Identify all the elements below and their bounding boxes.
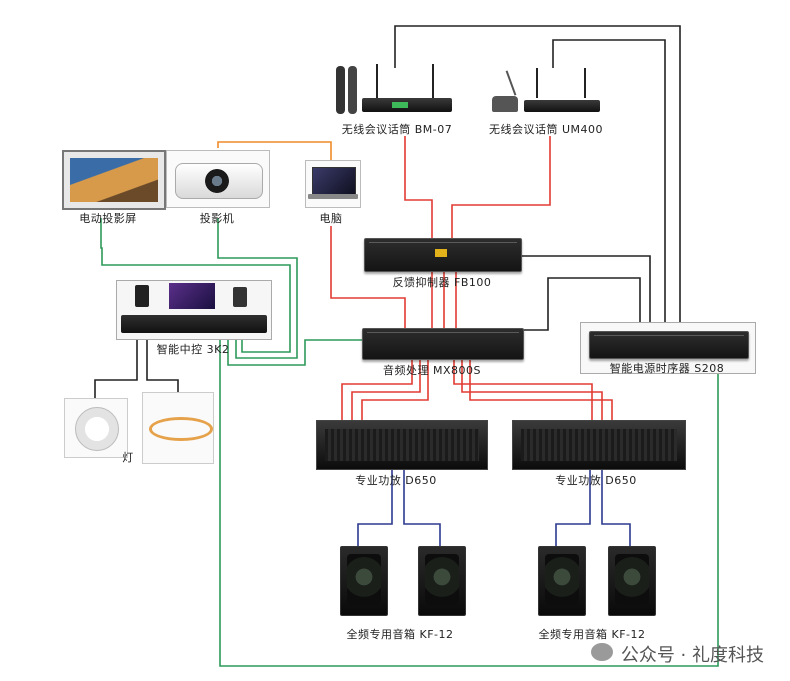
power-wire-ceiling <box>94 338 138 398</box>
control-host <box>116 280 272 340</box>
audio-wire-mixer-ampl-2 <box>361 358 429 420</box>
audio-wire-mixer-ampl-3 <box>341 358 413 420</box>
label-laptop: 电脑 <box>319 212 343 225</box>
audio-wire-bm07-feedback <box>404 136 433 238</box>
control-panel-icon <box>116 280 272 340</box>
speaker-cabinet-icon <box>544 553 580 606</box>
power-wire-um400 <box>552 39 666 322</box>
audio-wire-mixer-ampr-2 <box>469 358 613 420</box>
control-wire-sequencer <box>219 340 719 667</box>
audio-wire-mixer-ampr-1 <box>461 358 603 420</box>
control-wire-screen <box>100 218 291 353</box>
projector <box>166 150 270 208</box>
ceiling-speaker <box>64 398 128 458</box>
wechat-icon <box>590 643 613 661</box>
label-control: 智能中控 3K2 <box>156 343 230 356</box>
label-amp-left: 专业功放 D650 <box>355 474 437 487</box>
speaker-left-1 <box>340 546 388 616</box>
speaker-wire-ampl-a <box>357 470 393 546</box>
speaker-right-1 <box>538 546 586 616</box>
control-wire-projector <box>217 218 298 359</box>
video-wire-projector-laptop <box>217 141 332 160</box>
power-wire-bm07 <box>394 25 681 322</box>
label-feedback: 反馈抑制器 FB100 <box>392 276 492 289</box>
amplifier-left <box>316 420 488 470</box>
power-wire-mixer <box>522 277 641 331</box>
label-wireless-mic-um400: 无线会议话筒 UM400 <box>488 123 604 136</box>
amplifier-icon <box>521 429 677 461</box>
watermark: 公众号 · 礼度科技 <box>590 641 764 667</box>
speaker-wire-ampr-a <box>555 470 591 546</box>
audio-wire-mixer-ampl-1 <box>351 358 421 420</box>
control-wire-mixer <box>227 339 362 366</box>
wireless-mic-um400 <box>484 66 604 118</box>
power-wire-feedback <box>518 255 651 322</box>
label-sequencer: 智能电源时序器 S208 <box>609 362 725 375</box>
amplifier-icon <box>325 429 479 461</box>
projection-screen-icon <box>62 150 166 210</box>
handheld-mic-receiver-icon <box>332 62 454 118</box>
speaker-right-2 <box>608 546 656 616</box>
speaker-left-2 <box>418 546 466 616</box>
power-sequencer <box>580 322 756 374</box>
ceiling-speaker-icon <box>75 407 119 451</box>
projection-screen <box>62 150 166 210</box>
label-projector: 投影机 <box>199 212 235 225</box>
label-wireless-mic-bm07: 无线会议话筒 BM-07 <box>341 123 453 136</box>
led-strip <box>142 392 214 464</box>
speaker-cabinet-icon <box>346 553 382 606</box>
label-light: 灯 <box>122 451 134 464</box>
label-screen: 电动投影屏 <box>79 212 137 225</box>
laptop <box>305 160 361 208</box>
label-speakers-left: 全频专用音箱 KF-12 <box>346 628 454 641</box>
amplifier-right <box>512 420 686 470</box>
wireless-mic-bm07 <box>332 62 454 118</box>
watermark-text: 公众号 · 礼度科技 <box>620 645 764 666</box>
laptop-icon <box>305 160 361 208</box>
power-wire-led <box>146 338 179 398</box>
gooseneck-mic-receiver-icon <box>484 66 604 118</box>
speaker-cabinet-icon <box>614 553 650 606</box>
feedback-suppressor <box>364 238 522 272</box>
label-amp-right: 专业功放 D650 <box>555 474 637 487</box>
speaker-cabinet-icon <box>424 553 460 606</box>
label-mixer: 音频处理 MX800S <box>382 364 482 377</box>
label-speakers-right: 全频专用音箱 KF-12 <box>538 628 646 641</box>
audio-mixer <box>362 328 524 360</box>
projector-icon <box>166 150 270 208</box>
speaker-wire-ampl-b <box>403 470 441 546</box>
audio-wire-laptop-mixer <box>330 226 406 328</box>
speaker-wire-ampr-b <box>601 470 631 546</box>
led-strip-icon <box>149 417 213 441</box>
audio-wire-um400-feedback <box>451 136 551 238</box>
audio-wire-mixer-ampr-3 <box>453 358 593 420</box>
